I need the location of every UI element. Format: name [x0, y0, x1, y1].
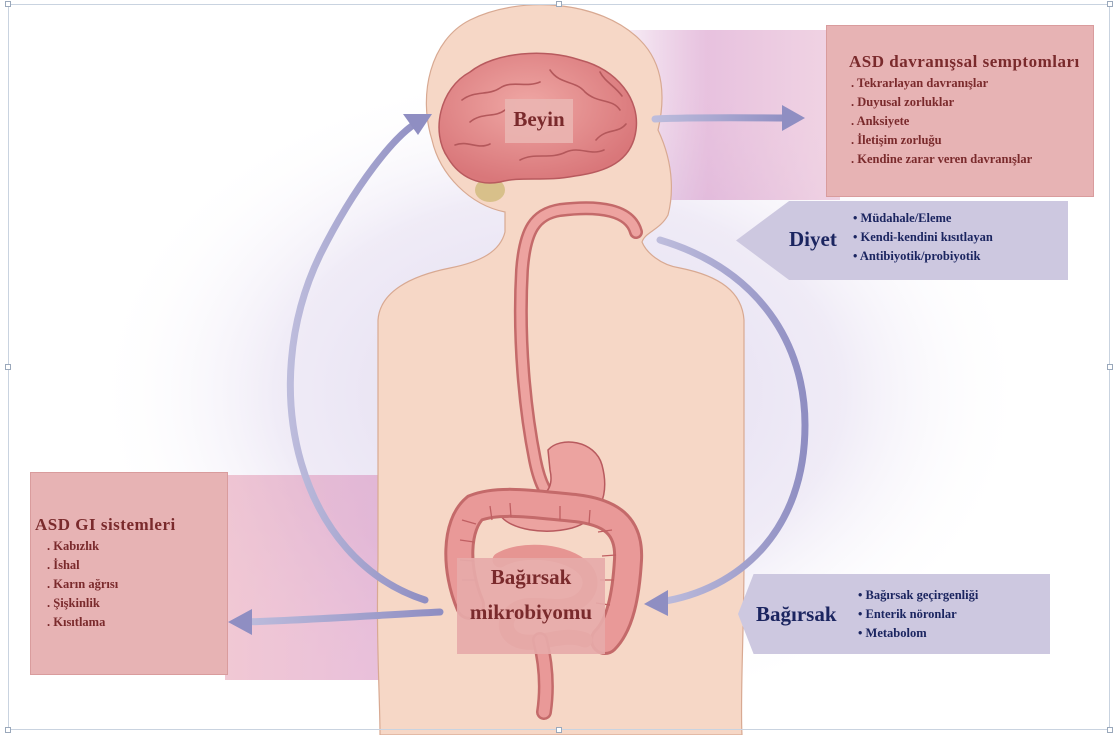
resize-handle[interactable] [5, 364, 11, 370]
resize-handle[interactable] [1107, 1, 1113, 7]
resize-handle[interactable] [1107, 364, 1113, 370]
resize-handle[interactable] [1107, 727, 1113, 733]
resize-handle[interactable] [556, 1, 562, 7]
resize-handle[interactable] [5, 1, 11, 7]
selection-frame [8, 4, 1110, 730]
resize-handle[interactable] [5, 727, 11, 733]
resize-handle[interactable] [556, 727, 562, 733]
